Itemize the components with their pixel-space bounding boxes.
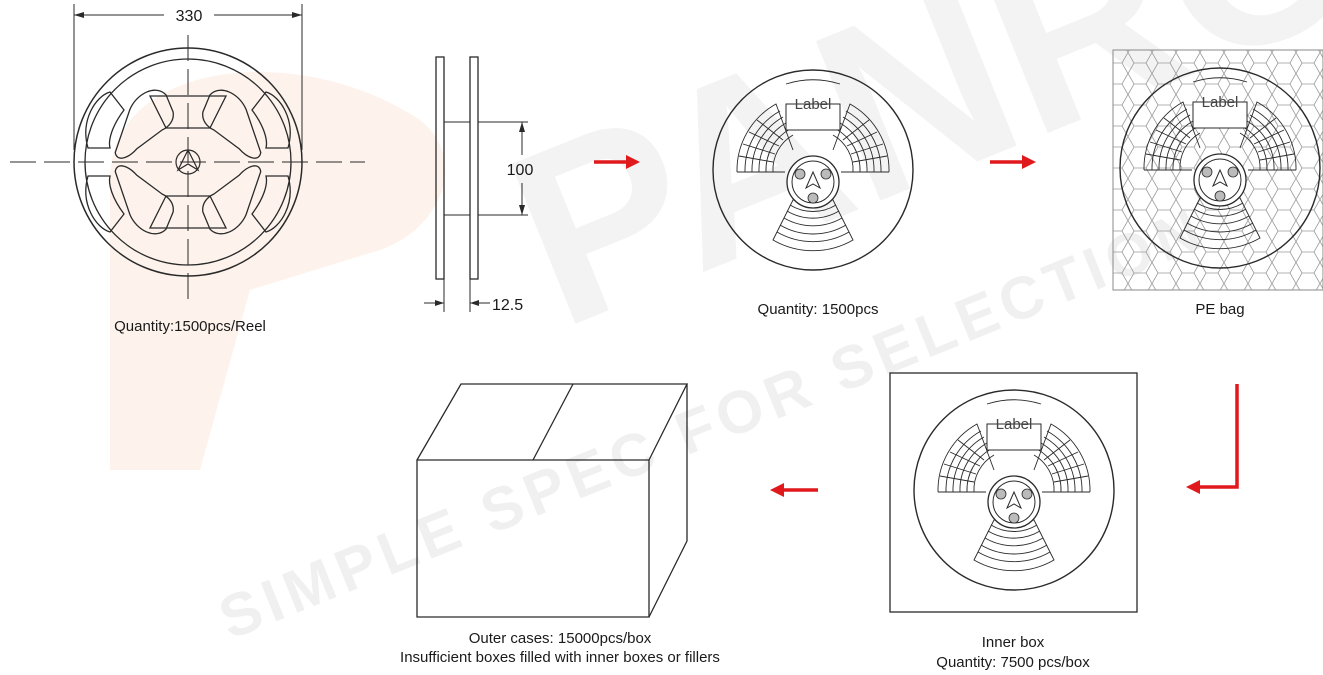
reel-side-view <box>424 56 528 312</box>
pe-bag-label-text: Label <box>1202 94 1239 111</box>
pe-bag <box>1112 49 1323 291</box>
width-dimension-label: 330 <box>176 8 203 25</box>
inner-box-caption-title: Inner box <box>981 634 1045 651</box>
pe-bag-caption: PE bag <box>1195 301 1245 318</box>
outer-case <box>416 383 689 618</box>
thickness-dimension-label: 12.5 <box>492 297 523 314</box>
watermark-logo <box>110 71 446 470</box>
flow-arrow-1 <box>594 155 640 169</box>
reel-quantity-caption: Quantity:1500pcs/Reel <box>114 318 266 335</box>
reel-label-text: Label <box>795 96 832 113</box>
inner-box-label-text: Label <box>996 416 1033 433</box>
outer-case-caption-quantity: Outer cases: 15000pcs/box <box>468 630 652 647</box>
reel-front-view <box>10 4 365 300</box>
outer-case-caption-note: Insufficient boxes filled with inner box… <box>400 649 720 666</box>
labeled-reel-caption: Quantity: 1500pcs <box>757 301 879 318</box>
hub-dimension-label: 100 <box>507 162 534 179</box>
flow-arrow-4 <box>770 483 818 497</box>
inner-box-caption-quantity: Quantity: 7500 pcs/box <box>936 654 1090 671</box>
flow-arrow-3 <box>1186 384 1239 494</box>
inner-box <box>889 372 1138 613</box>
flow-arrow-2 <box>990 155 1036 169</box>
